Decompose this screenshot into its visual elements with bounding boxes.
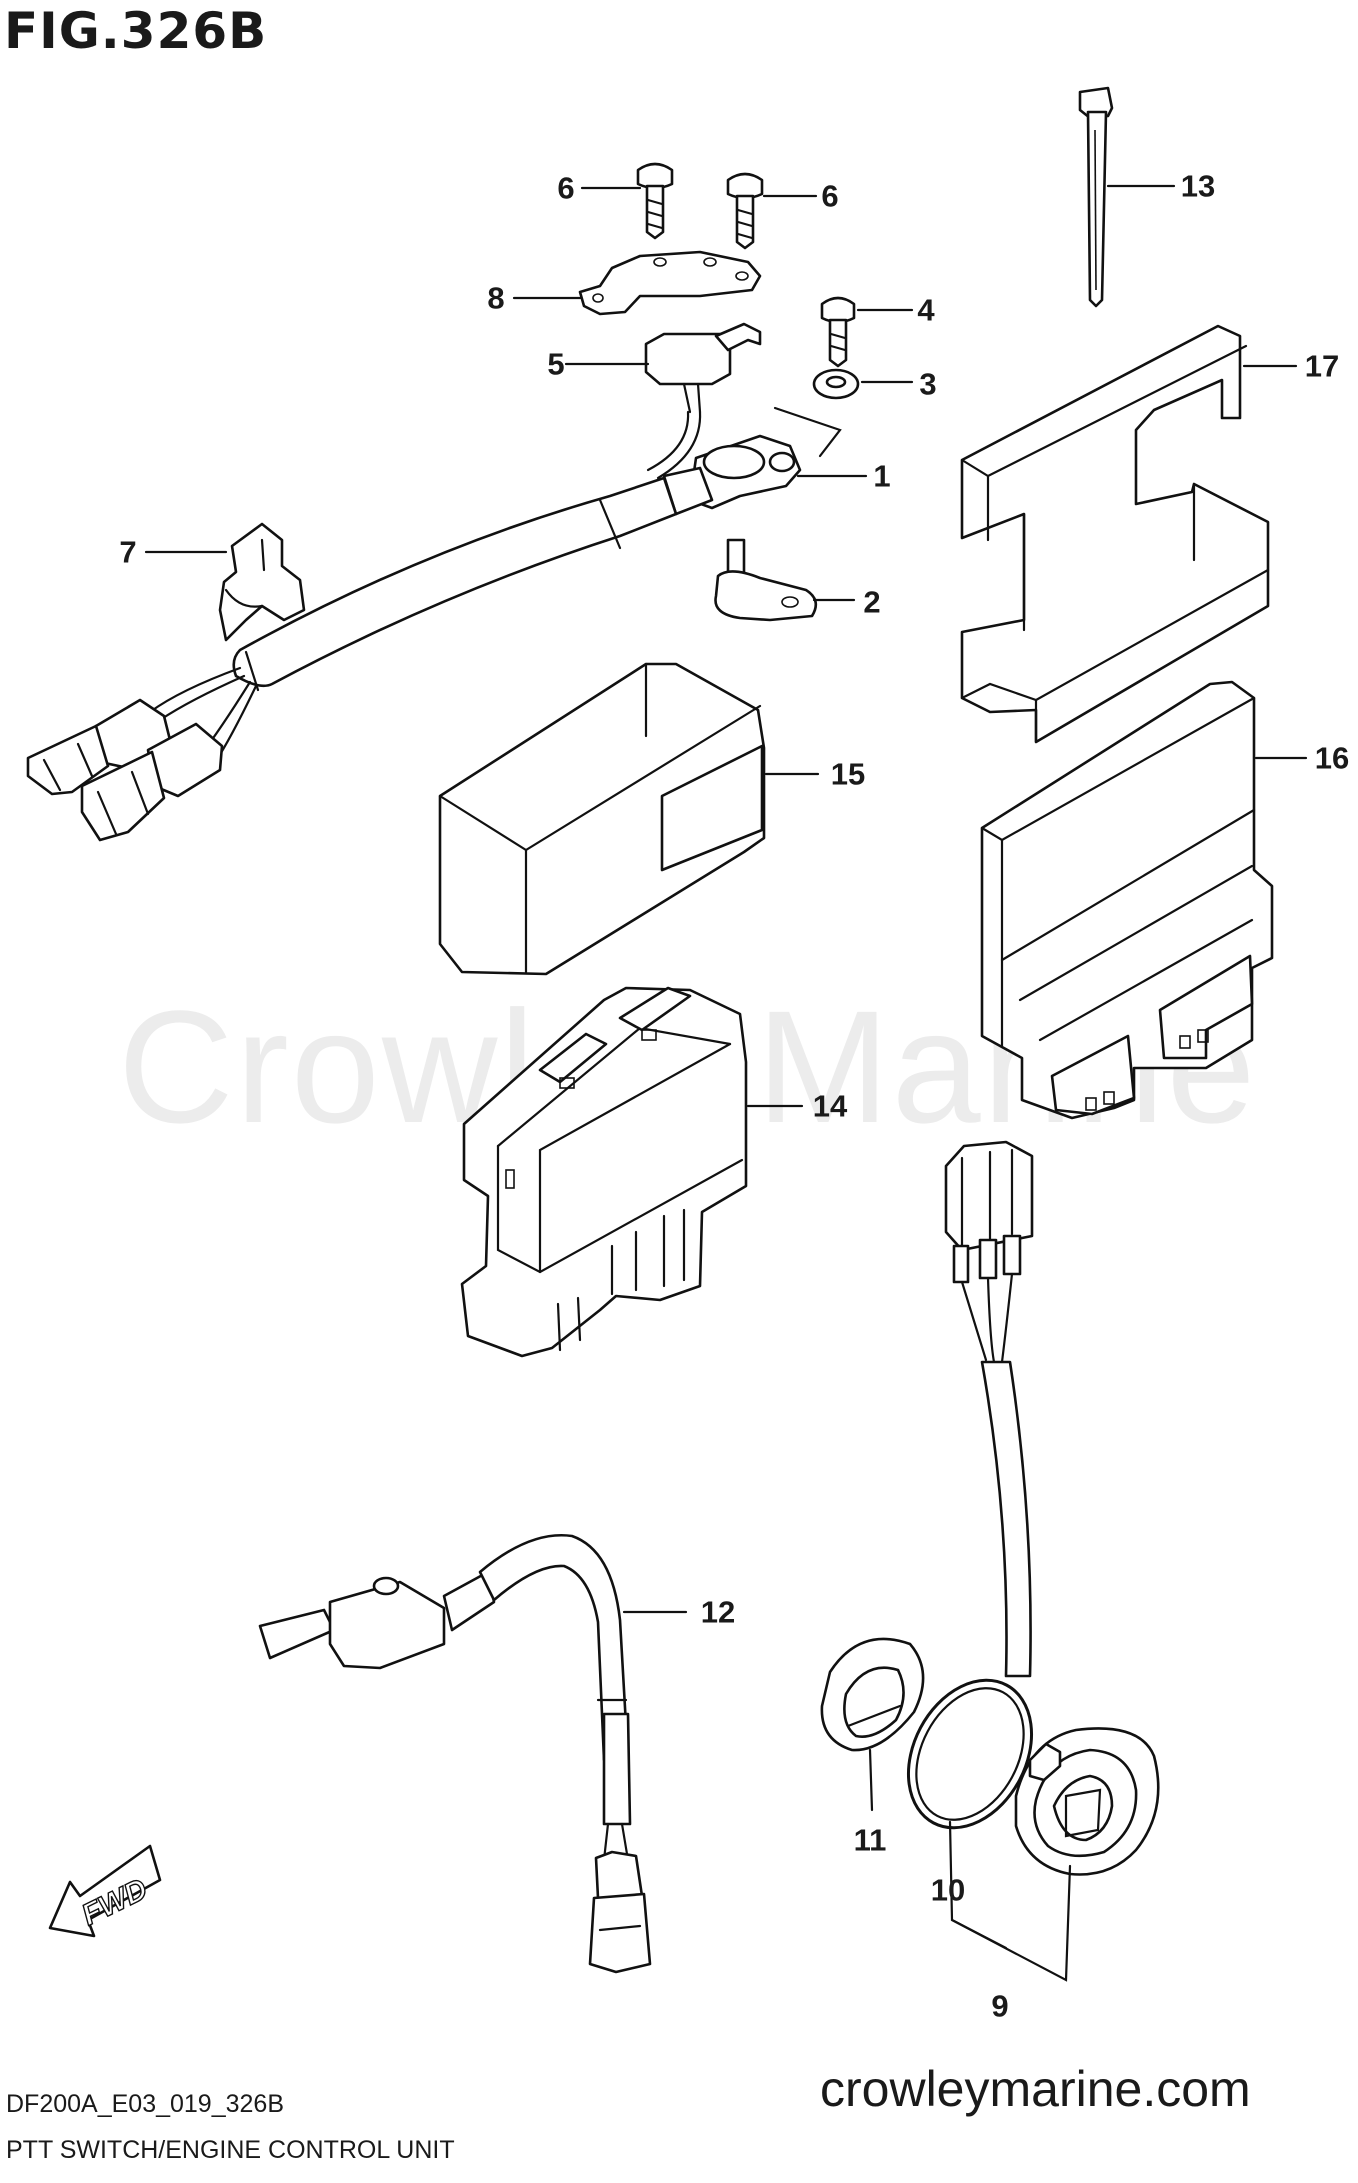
part-3-washer: [812, 368, 860, 400]
callout-11: 11: [853, 1822, 887, 1858]
website-label: crowleymarine.com: [820, 2061, 1251, 2117]
leader-lines: [144, 184, 1308, 1982]
model-code: DF200A_E03_019_326B: [6, 2090, 285, 2118]
part-12-switch-harness: [258, 1534, 652, 1974]
part-4-screw: [820, 296, 856, 368]
callout-16: 16: [1314, 740, 1350, 776]
part-11-grommet: [820, 1637, 925, 1752]
part-16-ecm: [980, 680, 1274, 1120]
figure-caption: PTT SWITCH/ENGINE CONTROL UNIT: [6, 2136, 455, 2164]
callout-9: 9: [991, 1988, 1009, 2024]
part-6-screw-right: [726, 172, 764, 250]
part-9-harness: [944, 1140, 1034, 1678]
callout-5: 5: [547, 346, 565, 382]
part-2-cam-lever: [714, 538, 818, 622]
callout-6-left: 6: [557, 170, 575, 206]
callout-15: 15: [830, 756, 866, 792]
part-5-micro-switch: [644, 322, 762, 414]
callout-10: 10: [930, 1872, 966, 1908]
part-17-cover: [960, 324, 1270, 744]
callout-8: 8: [487, 280, 505, 316]
callout-7: 7: [119, 534, 137, 570]
callout-4: 4: [917, 292, 935, 328]
callout-2: 2: [863, 584, 881, 620]
callout-14: 14: [812, 1088, 848, 1124]
part-6-screw-left: [636, 162, 674, 240]
part-7-clamp: [218, 522, 306, 642]
callout-1: 1: [873, 458, 891, 494]
figure-title: FIG.326B: [4, 2, 268, 60]
fwd-arrow: FWD: [48, 1844, 162, 1938]
callout-3: 3: [919, 366, 937, 402]
part-15-box: [438, 662, 766, 976]
callout-12: 12: [700, 1594, 736, 1630]
part-14-unit: [460, 986, 748, 1358]
callout-13: 13: [1180, 168, 1216, 204]
part-1-trim-sensor-harness: [26, 410, 802, 842]
part-9-socket: [1014, 1727, 1160, 1876]
part-13-cable-tie: [1078, 86, 1114, 308]
callout-6-right: 6: [821, 178, 839, 214]
callout-17: 17: [1304, 348, 1340, 384]
part-8-bracket: [578, 250, 762, 316]
guide-line: [773, 406, 842, 458]
part-10-o-ring: [906, 1678, 1034, 1830]
